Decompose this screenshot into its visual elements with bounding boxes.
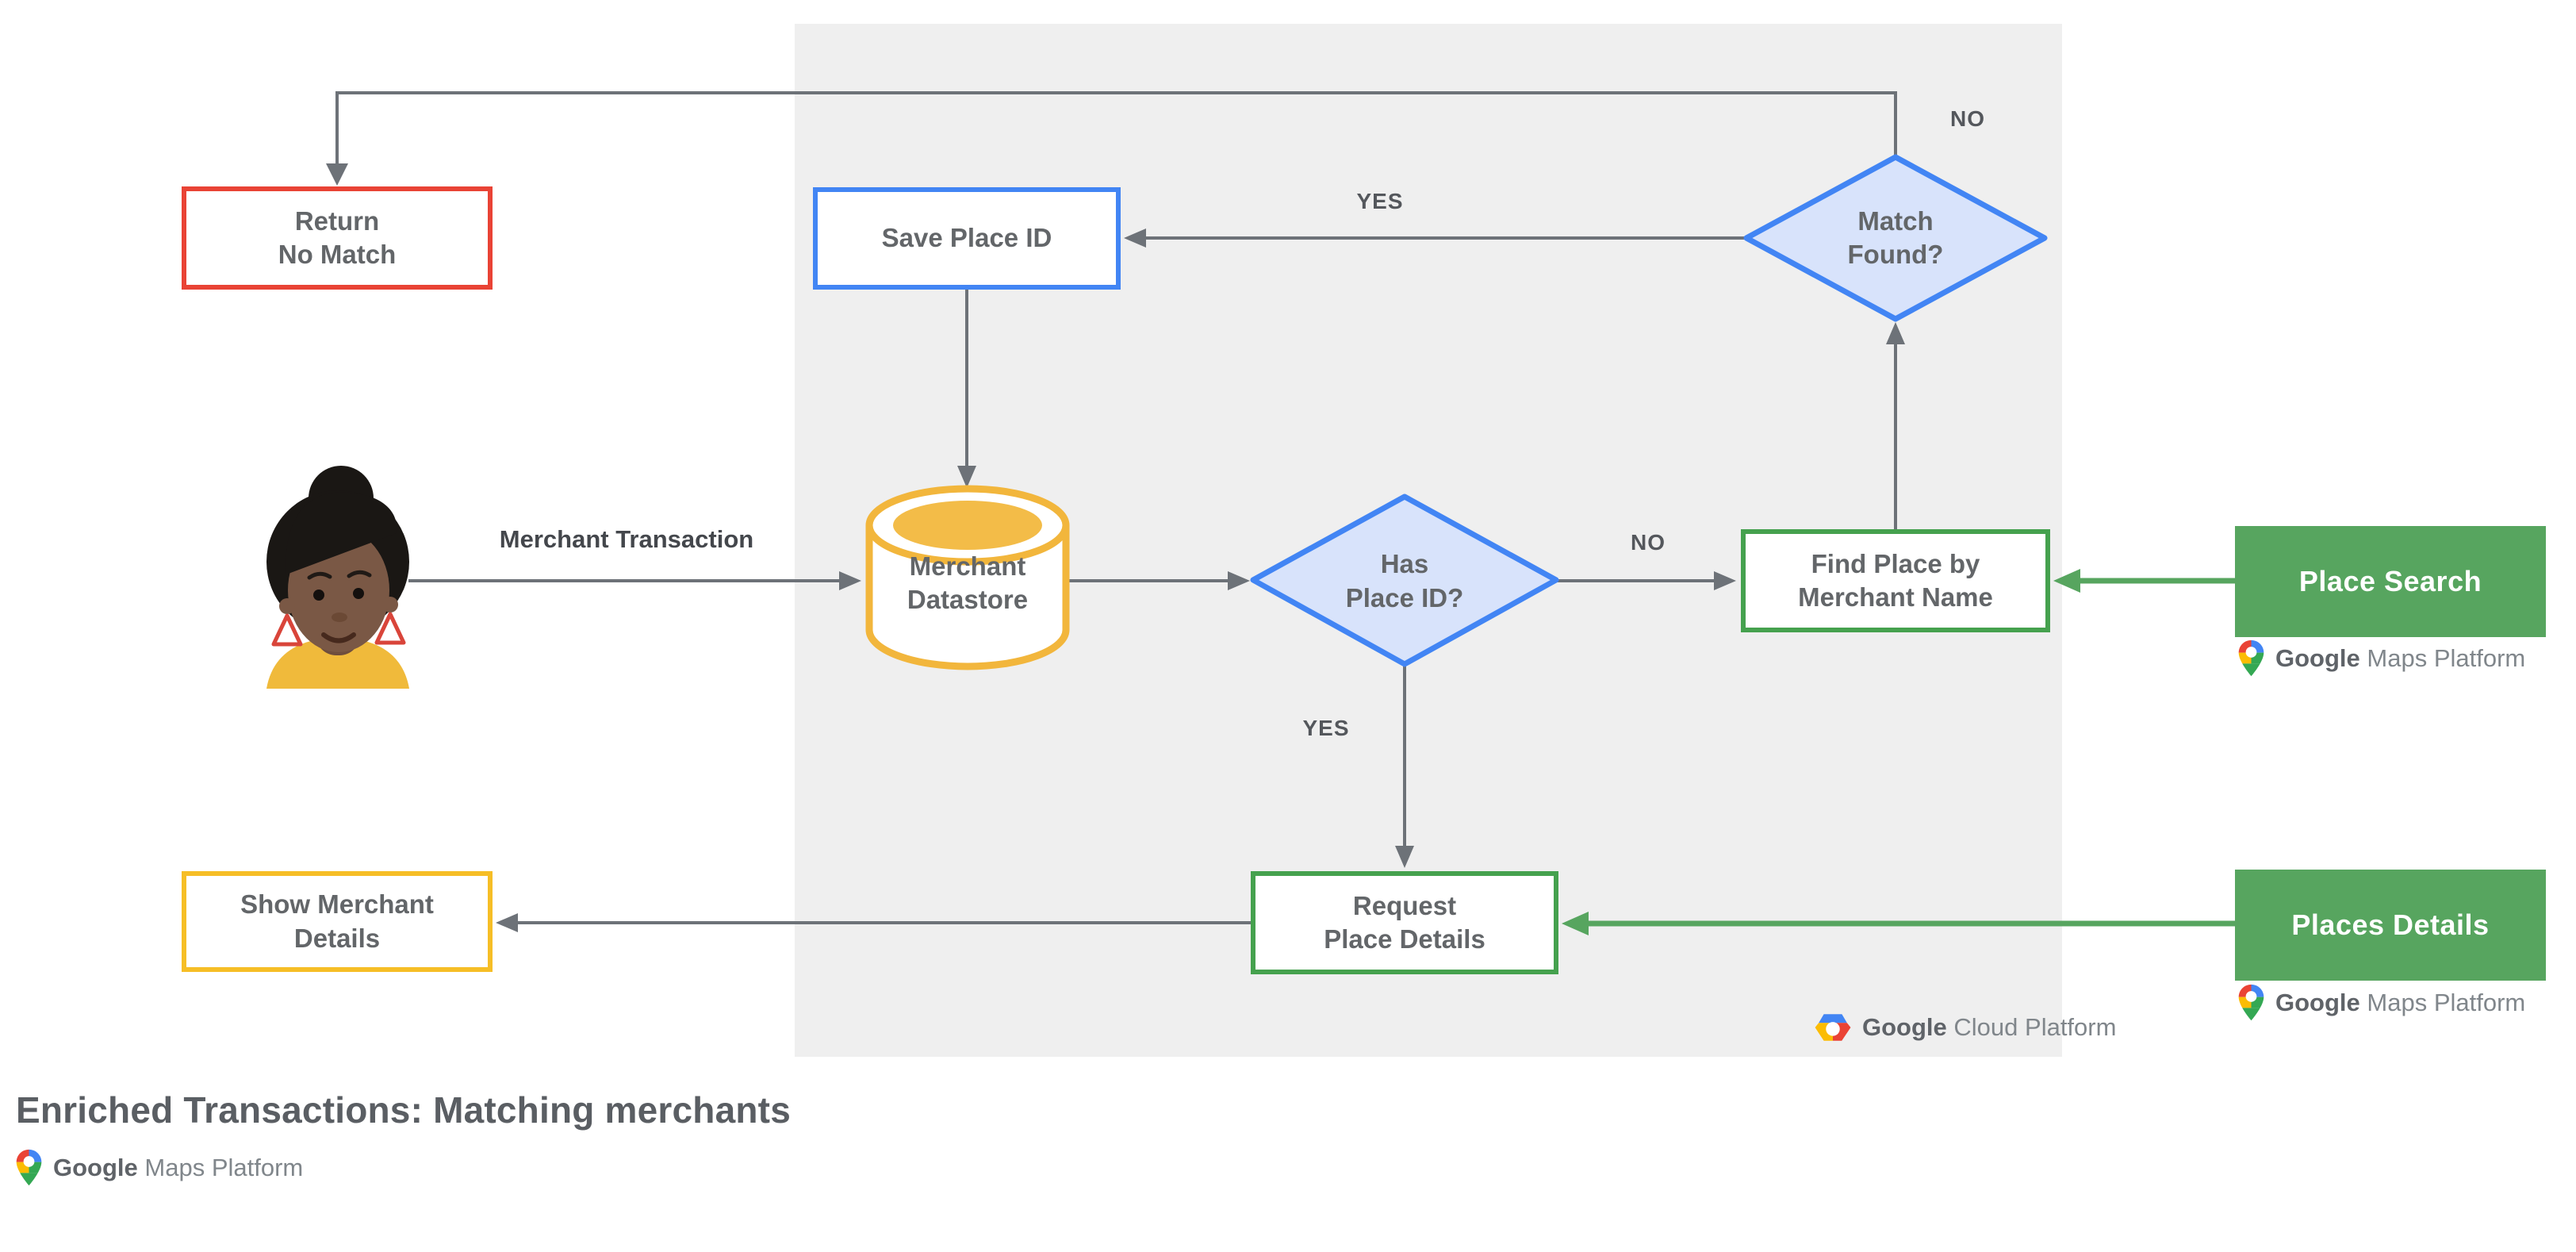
node-label: Merchant [909, 551, 1026, 581]
node-label: Place ID? [1345, 582, 1464, 613]
node-label: Show Merchant [240, 889, 434, 920]
arrowhead-return [326, 163, 348, 186]
earring-right [374, 612, 406, 645]
gmp-logo: Google Maps Platform [2238, 984, 2525, 1021]
maps-pin-icon [2238, 984, 2264, 1021]
edge-label-merchant-transaction: Merchant Transaction [499, 525, 754, 553]
node-label: No Match [278, 240, 397, 269]
node-find-place: Find Place by Merchant Name [1741, 529, 2050, 632]
gmp-footer-logo: Google Maps Platform [16, 1149, 303, 1186]
edge-label-yes: YES [1302, 716, 1350, 740]
node-save-place-id: Save Place ID [813, 187, 1121, 290]
logo-brand: Google [2275, 988, 2360, 1016]
node-label: Has [1380, 549, 1429, 579]
avatar [266, 466, 409, 689]
page-title: Enriched Transactions: Matching merchant… [16, 1089, 791, 1131]
maps-pin-icon [16, 1149, 42, 1186]
node-places-details-api: Places Details [2235, 870, 2546, 981]
gmp-logo: Google Maps Platform [2238, 639, 2525, 677]
gcp-hexagon-icon [1815, 1014, 1851, 1041]
node-label: Match [1857, 205, 1934, 236]
edge-label-no: NO [1631, 530, 1666, 555]
node-label: Find Place by [1811, 548, 1980, 578]
edge-label-yes: YES [1356, 189, 1404, 213]
node-label: Found? [1847, 240, 1944, 269]
logo-brand: Google [1862, 1013, 1947, 1041]
node-merchant-datastore-label: Merchant Datastore [849, 524, 1087, 643]
logo-product: Maps Platform [144, 1153, 304, 1181]
logo-product: Maps Platform [2367, 988, 2526, 1016]
node-has-place-id-label: Has Place ID? [1286, 524, 1524, 639]
arrowhead-show [496, 913, 518, 932]
node-label: Places Details [2291, 908, 2490, 941]
gcp-logo: Google Cloud Platform [1815, 1012, 2116, 1043]
node-label: Save Place ID [881, 223, 1052, 253]
node-label: Merchant Name [1798, 582, 1993, 612]
earring-left [271, 613, 303, 647]
logo-product: Maps Platform [2367, 643, 2526, 672]
node-label: Place Search [2298, 564, 2482, 597]
node-show-merchant-details: Show Merchant Details [182, 871, 493, 972]
node-return-no-match: Return No Match [182, 186, 493, 290]
logo-product: Cloud Platform [1953, 1013, 2117, 1041]
node-label: Request [1352, 890, 1457, 920]
node-request-place-details: Request Place Details [1251, 871, 1558, 974]
maps-pin-icon [2238, 639, 2264, 677]
node-match-found-label: Match Found? [1777, 182, 2014, 294]
node-label: Details [293, 923, 381, 953]
logo-brand: Google [53, 1153, 138, 1181]
node-label: Datastore [907, 585, 1029, 614]
edge-label-no: NO [1950, 106, 1985, 131]
node-label: Place Details [1324, 924, 1485, 954]
node-label: Return [294, 205, 380, 236]
logo-brand: Google [2275, 643, 2360, 672]
node-place-search-api: Place Search [2235, 526, 2546, 637]
